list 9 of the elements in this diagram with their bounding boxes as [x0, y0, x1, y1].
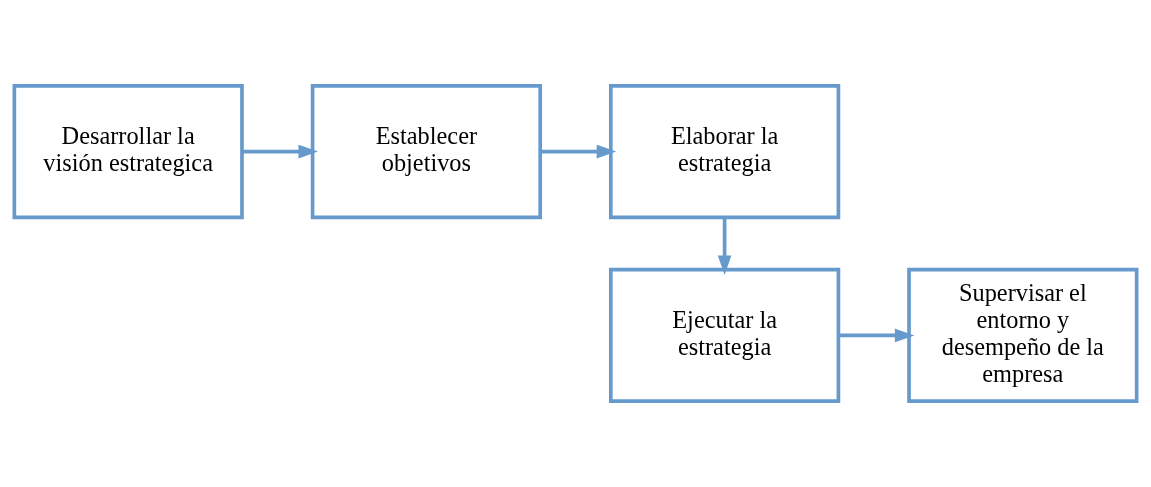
arrow: [242, 144, 318, 159]
arrow: [717, 217, 732, 275]
node-box: Elaborar la estrategia: [608, 84, 841, 220]
arrow: [838, 328, 915, 343]
node-box: Establecer objetivos: [310, 84, 543, 220]
node-box: Desarrollar la visión estrategica: [12, 84, 244, 220]
arrow: [540, 144, 617, 159]
node-box: Ejecutar la estrategia: [608, 267, 841, 403]
node-box: Supervisar el entorno y desempeño de la empresa: [907, 267, 1139, 403]
